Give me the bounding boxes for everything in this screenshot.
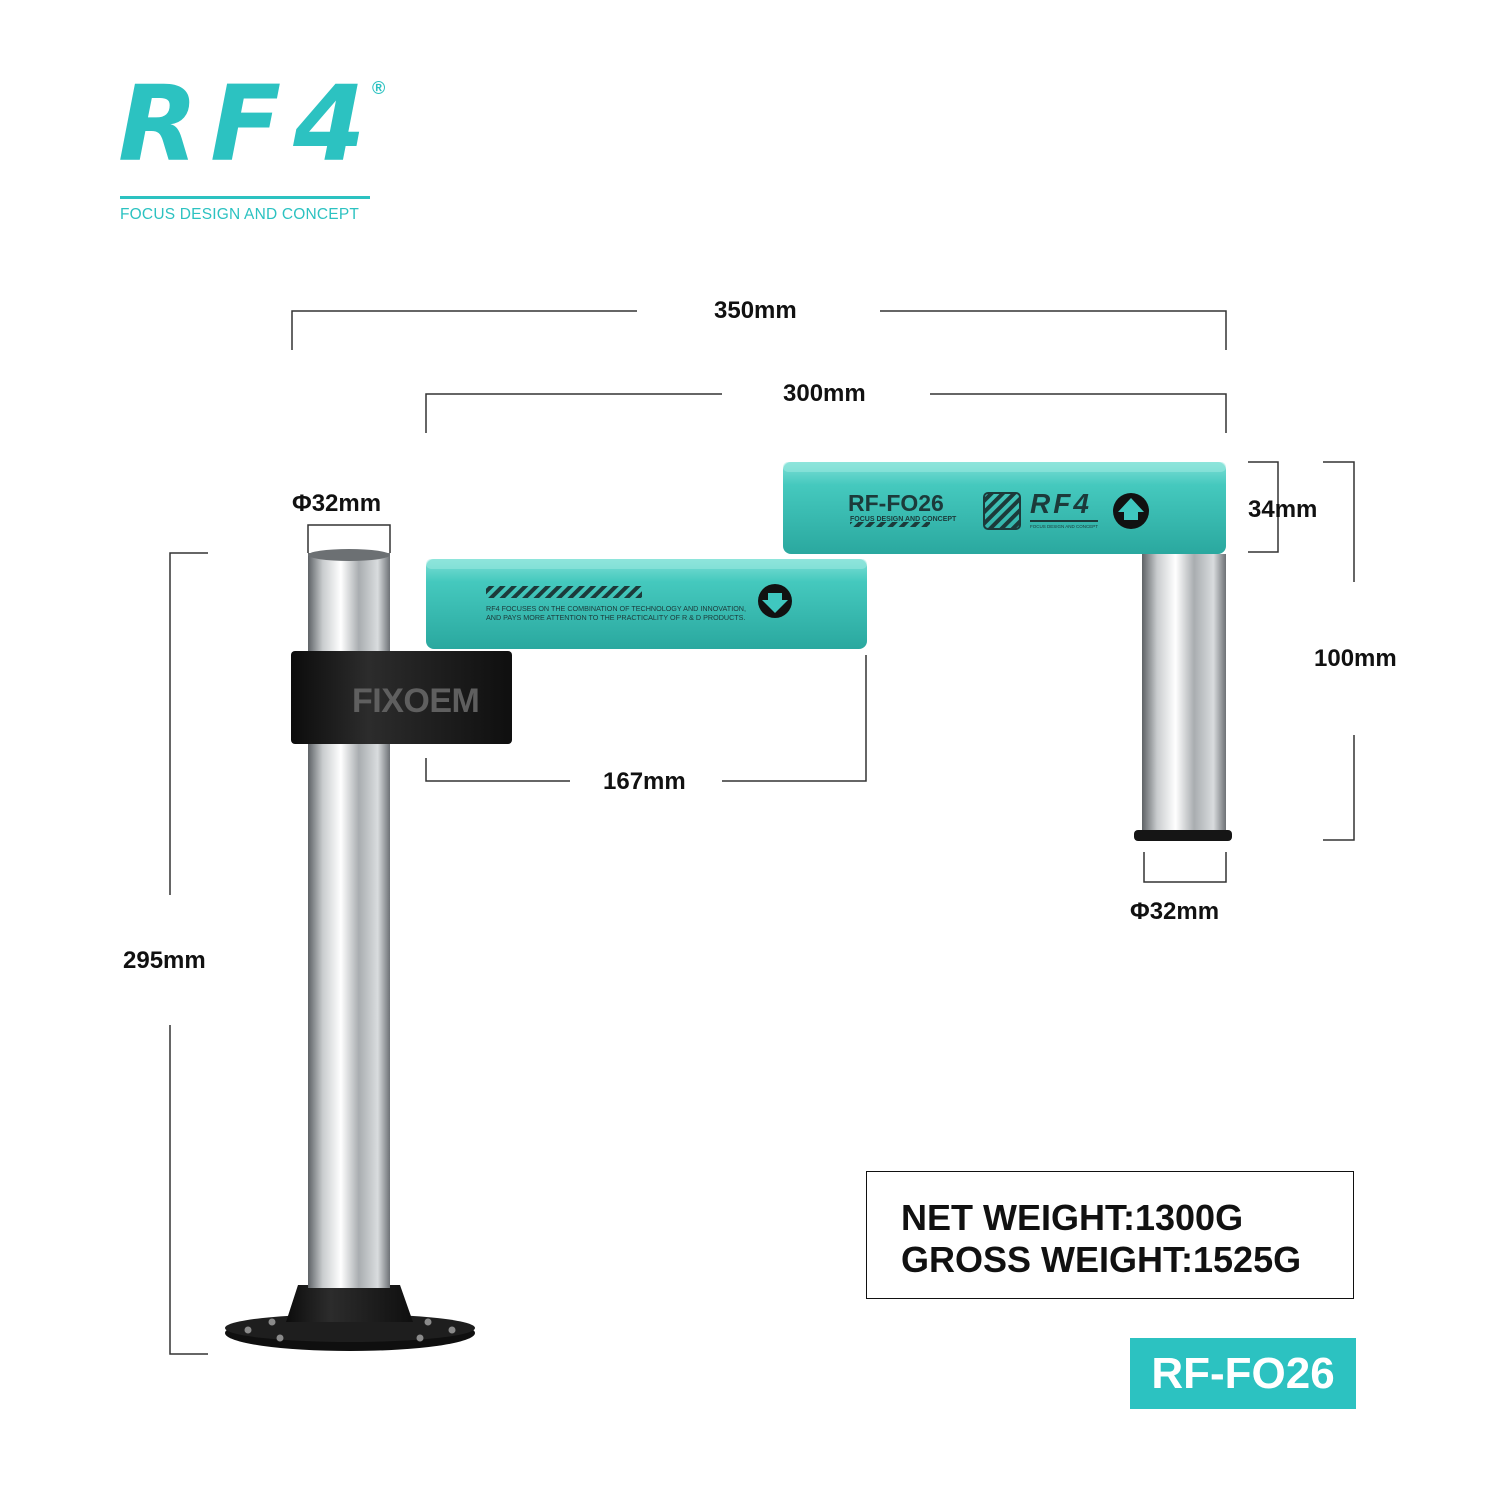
registered-mark: ® <box>372 78 386 98</box>
clamp-collar <box>291 651 512 744</box>
brand-logo: RF4 <box>118 63 378 185</box>
logo-divider <box>120 196 370 199</box>
diameter-symbol: Φ <box>292 490 312 517</box>
upper-arm-logo-tagline: FOCUS DESIGN AND CONCEPT <box>1030 524 1099 529</box>
dim-overall-width: 350mm <box>714 297 797 324</box>
weight-spec-box: NET WEIGHT:1300G GROSS WEIGHT:1525G <box>866 1171 1354 1299</box>
dim-drop-post-diameter: Φ32mm <box>1130 898 1220 925</box>
upper-arm-tagline: FOCUS DESIGN AND CONCEPT <box>850 516 957 523</box>
arrow-up-circle-icon <box>1113 493 1149 529</box>
dim-stand-height: 295mm <box>123 947 206 974</box>
dimension-lines <box>169 310 1355 1355</box>
drop-post <box>1142 554 1226 834</box>
base-collar <box>286 1285 413 1322</box>
dim-upper-arm-height: 34mm <box>1248 496 1318 523</box>
hatch-badge <box>983 492 1021 530</box>
upper-arm-logo: RF4 <box>1030 488 1092 519</box>
gross-weight: GROSS WEIGHT:1525G <box>901 1239 1302 1280</box>
dim-lower-arm-length: 167mm <box>603 768 686 795</box>
arrow-down-circle-icon <box>758 584 792 618</box>
dim-main-post-diameter: Φ32mm <box>292 490 382 517</box>
net-weight: NET WEIGHT:1300G <box>901 1197 1244 1238</box>
watermark: FIXOEM <box>352 682 480 720</box>
lower-arm-note: RF4 FOCUSES ON THE COMBINATION OF TECHNO… <box>486 604 746 622</box>
diameter-symbol: Φ <box>1130 898 1150 925</box>
drop-post-cap <box>1134 830 1232 841</box>
hatch-stripe <box>486 586 642 598</box>
dim-arm-reach: 300mm <box>783 380 866 407</box>
upper-arm-model-text: RF-FO26 <box>848 490 944 516</box>
lower-arm <box>426 559 867 649</box>
dim-drop-post-height: 100mm <box>1314 645 1397 672</box>
brand-tagline: FOCUS DESIGN AND CONCEPT <box>120 206 360 223</box>
model-badge: RF-FO26 <box>1130 1338 1356 1409</box>
